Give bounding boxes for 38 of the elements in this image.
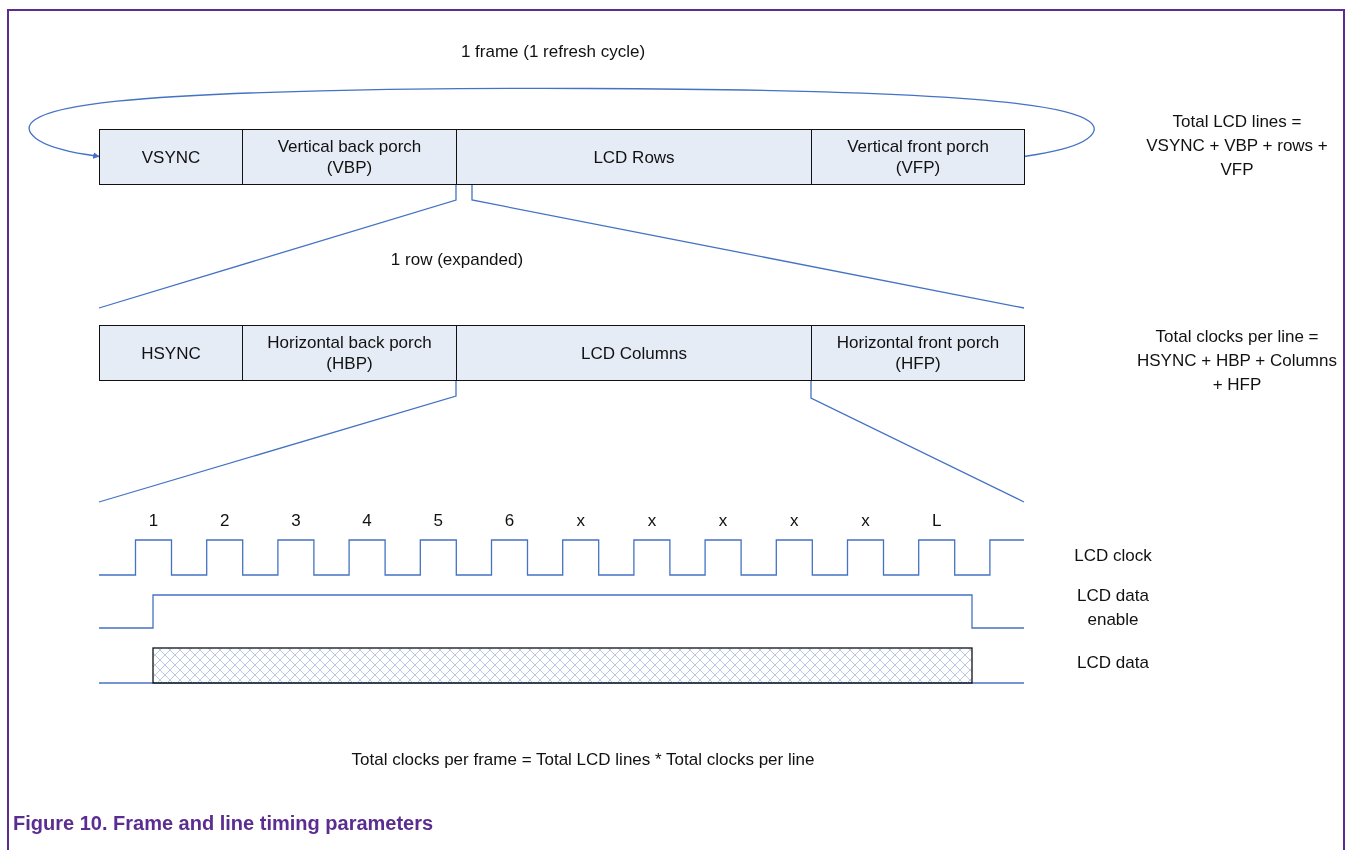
clock-cycle-number: 1: [147, 510, 160, 532]
segment-label: Vertical front porch (VFP): [846, 136, 990, 178]
segment-label: LCD Columns: [580, 342, 688, 364]
cycle-arrow: [28, 87, 1095, 159]
clock-cycle-number: 6: [503, 510, 516, 532]
row-label: 1 row (expanded): [389, 249, 525, 271]
timing-segment-box: [242, 325, 457, 381]
clock-cycle-number: 5: [432, 510, 445, 532]
clock-cycle-number: x: [646, 510, 658, 532]
clock-cycle-number: 3: [290, 510, 302, 532]
figure-caption: Figure 10. Frame and line timing parameters: [13, 812, 434, 835]
formula-note: Total clocks per line = HSYNC + HBP + Columns + HFP: [1137, 326, 1337, 396]
segment-label: VSYNC: [140, 146, 202, 168]
segment-label: HSYNC: [140, 342, 202, 364]
segment-label: LCD Rows: [592, 146, 676, 168]
clock-cycle-number: 4: [361, 510, 373, 532]
timing-segment-box: [99, 325, 243, 381]
timing-segment-box: [456, 129, 812, 185]
frame-label: 1 frame (1 refresh cycle): [459, 41, 647, 63]
signal-name: LCD data: [1076, 652, 1150, 674]
clock-cycle-number: 2: [218, 510, 231, 532]
timing-segment-box: [811, 325, 1025, 381]
signal-name: LCD clock: [1073, 545, 1153, 567]
clock-cycle-number: x: [789, 510, 800, 532]
formula-note: Total clocks per frame = Total LCD lines * Total clocks per line: [350, 749, 816, 771]
timing-segment-box: [242, 129, 457, 185]
signal-name: LCD data enable: [1076, 585, 1150, 631]
clock-cycle-number: x: [717, 510, 729, 532]
clock-cycle-number: L: [930, 510, 943, 532]
timing-segment-box: [811, 129, 1025, 185]
timing-segment-box: [99, 129, 243, 185]
segment-label: Horizontal back porch (HBP): [266, 332, 433, 374]
clock-cycle-number: x: [575, 510, 586, 532]
segment-label: Horizontal front porch (HFP): [835, 332, 1001, 374]
timing-segment-box: [456, 325, 812, 381]
clock-cycle-number: x: [860, 510, 871, 532]
segment-label: Vertical back porch (VBP): [276, 136, 423, 178]
formula-note: Total LCD lines = VSYNC + VBP + rows + VFP: [1145, 111, 1329, 181]
